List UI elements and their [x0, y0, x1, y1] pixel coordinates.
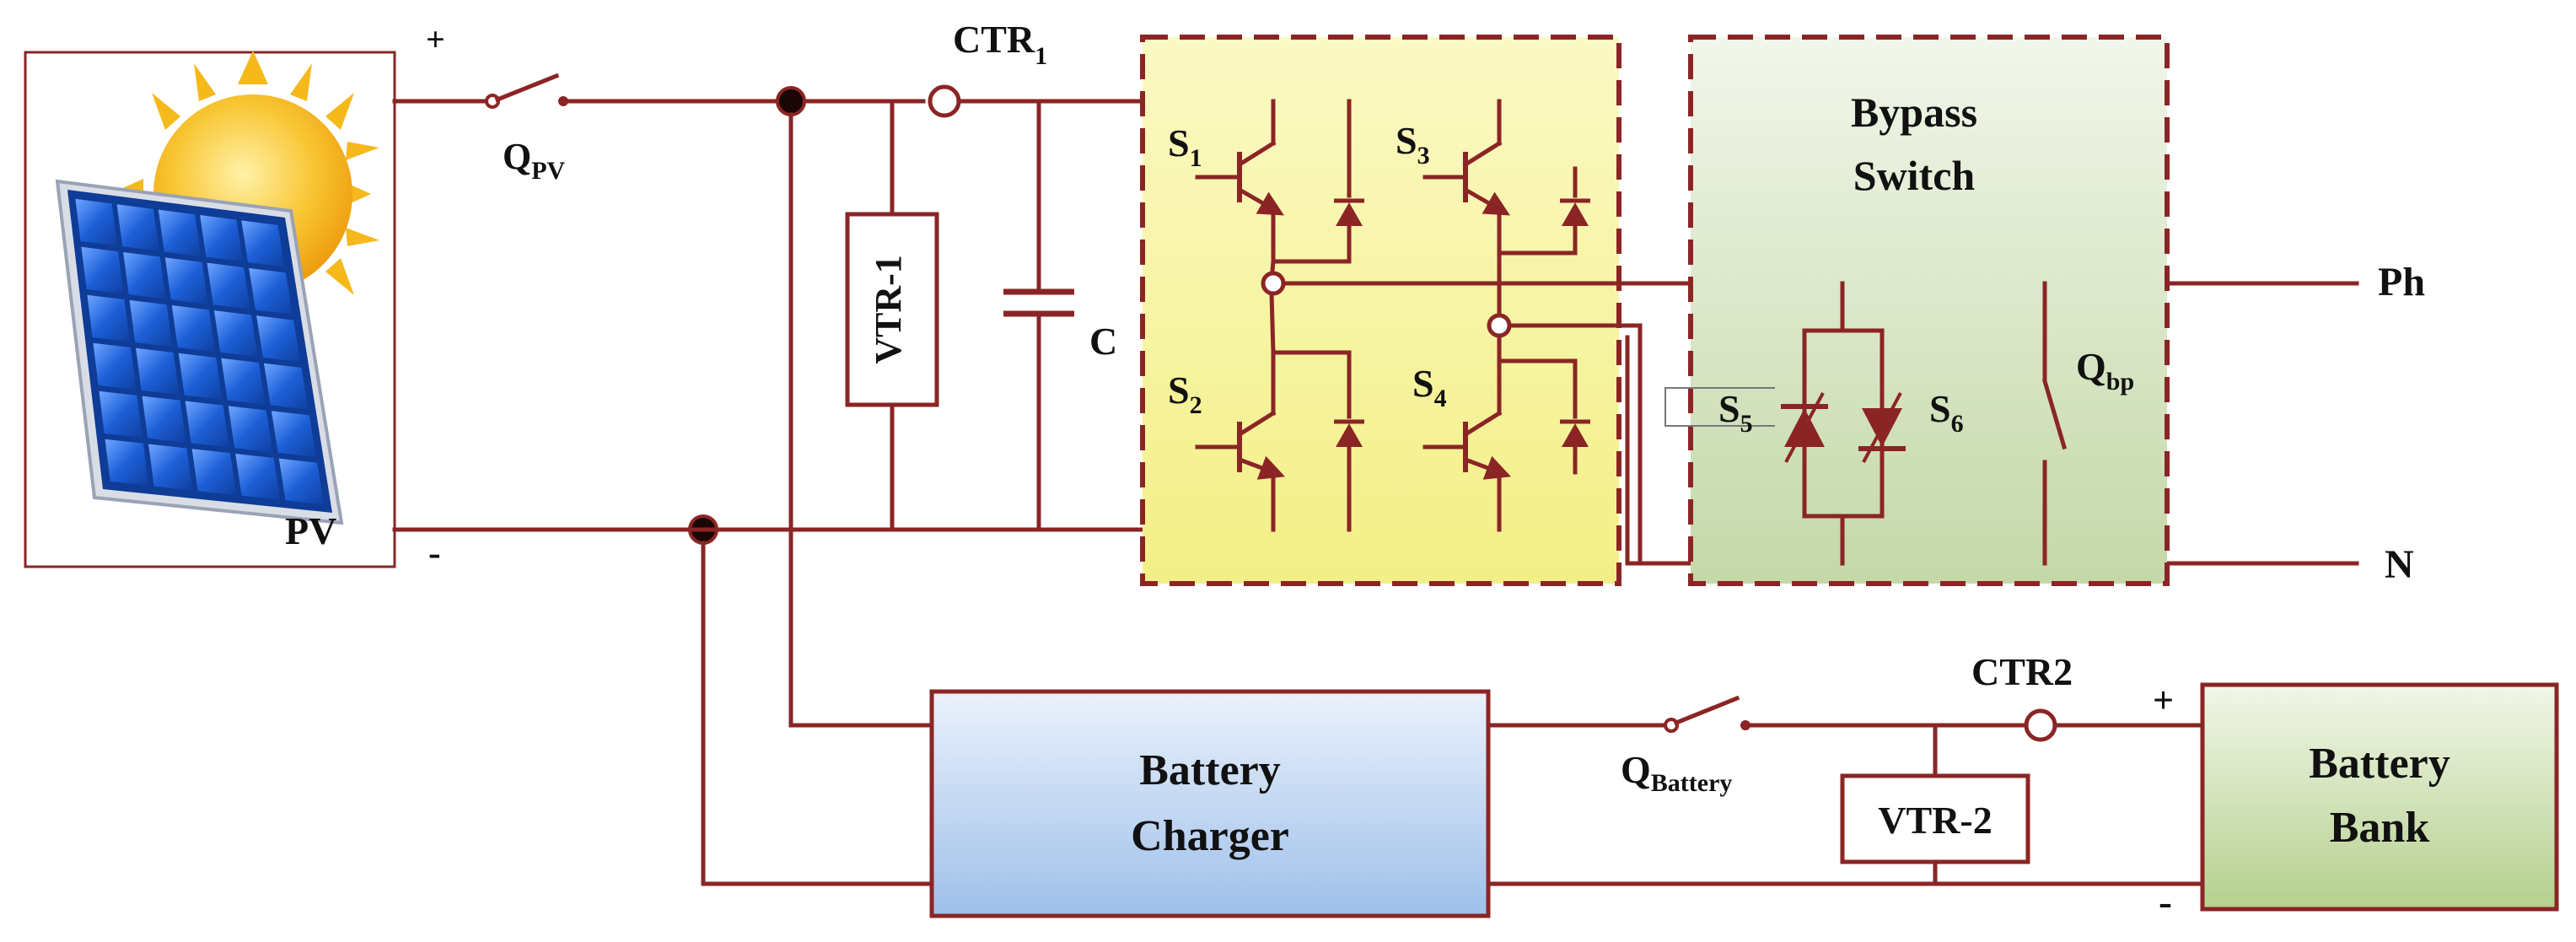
q-bp-label: Qbp — [2076, 345, 2134, 396]
pv-label: PV — [285, 509, 336, 552]
s1-label: S1 — [1168, 121, 1202, 172]
q-pv-switch — [494, 73, 560, 103]
capacitor — [1003, 99, 1074, 532]
s5-label: S5 — [1718, 387, 1753, 438]
solar-cell — [116, 204, 159, 251]
solar-cell — [93, 342, 137, 390]
diode-d1 — [1334, 198, 1364, 226]
solar-cell — [235, 453, 281, 500]
solar-panel-icon — [55, 179, 344, 525]
solar-cell — [81, 246, 124, 294]
vtr2-label: VTR-2 — [1878, 799, 1992, 842]
vtr2-sensor — [1840, 773, 2030, 864]
pv-plus-sign: + — [426, 20, 445, 58]
solar-cell — [164, 257, 208, 304]
charger-title-line2: Charger — [1131, 812, 1289, 860]
bank-minus-sign: - — [2159, 880, 2172, 924]
s3-label: S3 — [1396, 119, 1430, 170]
solar-cell — [75, 198, 118, 246]
diode-d3 — [1560, 198, 1590, 226]
battery-bank-box — [2200, 682, 2559, 912]
thyristor-pair — [1664, 281, 1906, 566]
s2-label: S2 — [1168, 369, 1202, 419]
phase-node — [1261, 271, 1286, 296]
solar-cell — [142, 396, 186, 443]
solar-cell — [228, 406, 273, 453]
ctr2-sensor — [2024, 708, 2057, 742]
s6-label: S6 — [1929, 387, 1964, 438]
solar-cell — [123, 252, 166, 299]
bank-title-line1: Battery — [2309, 740, 2450, 788]
bypass-title-line2: Switch — [1853, 152, 1976, 199]
battery-charger-box — [929, 689, 1491, 918]
ctr2-label: CTR2 — [1971, 650, 2073, 693]
solar-cell — [256, 315, 301, 363]
q-battery-switch — [1673, 695, 1740, 726]
solar-cell — [207, 262, 250, 310]
q-bp-switch — [2041, 281, 2068, 566]
solar-cell — [178, 353, 223, 400]
neutral-output-label: N — [2385, 542, 2414, 587]
bank-title-line2: Bank — [2330, 804, 2430, 852]
solar-cell — [129, 299, 173, 347]
solar-cell — [271, 411, 317, 457]
pv-source: PV — [24, 51, 396, 568]
igbt-s3 — [1422, 140, 1511, 216]
junction-dot-top — [776, 86, 806, 116]
solar-cell — [191, 449, 237, 496]
solar-cell — [148, 444, 193, 491]
q-battery-label: QBattery — [1621, 748, 1732, 797]
vtr1-sensor: VTR-1 — [845, 99, 939, 532]
solar-cell — [221, 358, 266, 405]
ctr1-sensor — [928, 84, 961, 118]
igbt-s4 — [1422, 410, 1512, 480]
solar-cell — [136, 347, 180, 395]
igbt-s1 — [1195, 140, 1285, 216]
bypass-switch-box — [1688, 35, 2170, 586]
solar-cell — [171, 305, 216, 353]
neutral-node — [1487, 313, 1512, 338]
q-pv-label: QPV — [503, 136, 566, 185]
charger-wiring — [701, 112, 2205, 886]
charger-title-line1: Battery — [1139, 746, 1280, 794]
diode-d4 — [1560, 419, 1590, 447]
vtr1-label: VTR-1 — [868, 255, 909, 364]
solar-cell — [87, 294, 131, 342]
capacitor-label: C — [1089, 320, 1117, 363]
solar-cell — [241, 220, 285, 267]
solar-cell — [158, 209, 202, 257]
igbt-s2 — [1195, 410, 1286, 480]
bank-plus-sign: + — [2153, 680, 2174, 721]
solar-cell — [185, 401, 230, 448]
solar-cell — [213, 310, 258, 358]
phase-output-label: Ph — [2378, 260, 2425, 304]
solar-cell — [99, 390, 143, 438]
solar-cell — [278, 458, 325, 505]
diode-d2 — [1334, 419, 1364, 447]
solar-cell — [263, 363, 309, 410]
ctr1-label: CTR1 — [953, 18, 1047, 70]
s4-label: S4 — [1412, 362, 1447, 412]
inverter-bridge-box — [1140, 35, 1621, 586]
solar-cell — [249, 267, 293, 315]
solar-cell — [105, 439, 149, 486]
pv-minus-sign: - — [428, 532, 441, 573]
bypass-title-line1: Bypass — [1851, 89, 1977, 136]
solar-cell — [200, 214, 244, 262]
